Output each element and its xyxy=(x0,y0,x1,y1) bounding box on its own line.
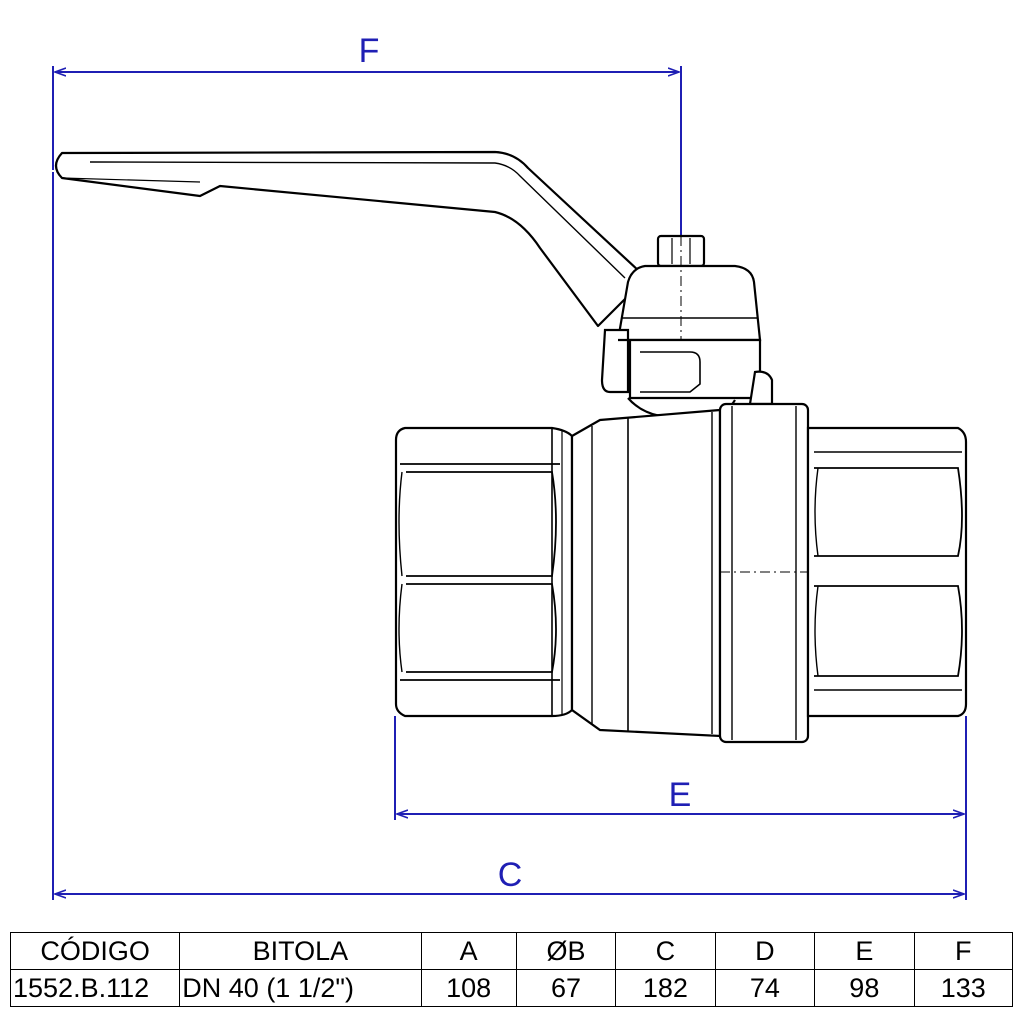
cell-bitola: DN 40 (1 1/2") xyxy=(179,969,422,1007)
stem-collar xyxy=(600,328,774,418)
cell-e: 98 xyxy=(814,969,915,1007)
header-c: C xyxy=(615,932,716,970)
header-a: A xyxy=(420,932,517,970)
valve-drawing: F E C xyxy=(52,32,968,900)
lever-handle xyxy=(54,150,642,328)
header-b: ØB xyxy=(515,932,617,970)
table-header-row: CÓDIGO BITOLA A ØB C D E F xyxy=(9,932,1014,970)
header-codigo: CÓDIGO xyxy=(9,932,181,970)
header-f: F xyxy=(913,932,1014,970)
dimension-f xyxy=(52,66,682,262)
dimension-c xyxy=(52,172,964,900)
header-bitola: BITOLA xyxy=(179,932,422,970)
dimension-label-c: C xyxy=(498,856,523,894)
dimension-label-f: F xyxy=(359,32,380,70)
cell-f: 133 xyxy=(913,969,1014,1007)
dimension-label-e: E xyxy=(669,776,692,814)
spec-table: CÓDIGO BITOLA A ØB C D E F 1552.B.112 DN… xyxy=(9,932,1014,1007)
table-row: 1552.B.112 DN 40 (1 1/2") 108 67 182 74 … xyxy=(9,969,1014,1007)
valve-body xyxy=(394,402,968,744)
cell-d: 74 xyxy=(714,969,816,1007)
stem-nut xyxy=(616,234,762,342)
cell-codigo: 1552.B.112 xyxy=(9,969,181,1007)
cell-b: 67 xyxy=(515,969,617,1007)
header-e: E xyxy=(814,932,915,970)
cell-c: 182 xyxy=(615,969,716,1007)
header-d: D xyxy=(714,932,816,970)
cell-a: 108 xyxy=(420,969,517,1007)
dimension-e xyxy=(394,716,967,900)
